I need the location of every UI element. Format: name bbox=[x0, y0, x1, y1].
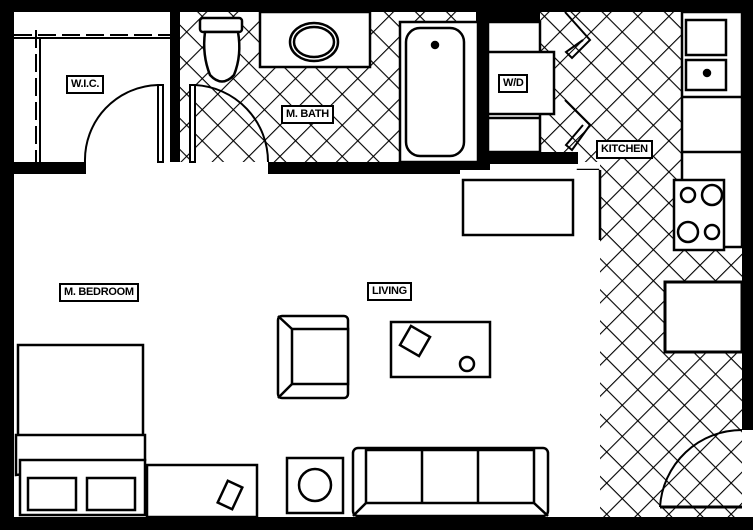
end-table bbox=[285, 456, 345, 515]
breakfast-bar bbox=[460, 168, 602, 240]
bath-door bbox=[189, 84, 270, 163]
sofa bbox=[351, 446, 550, 518]
entry-door bbox=[659, 428, 743, 509]
toilet bbox=[198, 16, 244, 83]
room-label-wic: W.I.C. bbox=[66, 75, 105, 94]
refrigerator bbox=[663, 280, 744, 354]
wd-bifold-doors bbox=[564, 11, 592, 152]
wic-shelves bbox=[14, 30, 170, 162]
room-label-living: LIVING bbox=[367, 282, 412, 301]
entry-opening bbox=[742, 430, 753, 517]
room-label-kitchen: KITCHEN bbox=[596, 140, 653, 159]
bathtub bbox=[398, 20, 480, 164]
armchair bbox=[276, 314, 350, 400]
kitchen-tile-floor-top bbox=[540, 12, 682, 162]
bed bbox=[14, 343, 147, 517]
coffee-table bbox=[389, 320, 492, 379]
range bbox=[672, 178, 726, 252]
vanity-sink bbox=[258, 10, 372, 69]
room-label-bedroom: M. BEDROOM bbox=[59, 283, 139, 302]
dresser bbox=[145, 463, 259, 519]
room-label-wd: W/D bbox=[498, 74, 529, 93]
room-label-bath: M. BATH bbox=[281, 105, 334, 124]
wic-door bbox=[83, 84, 164, 163]
